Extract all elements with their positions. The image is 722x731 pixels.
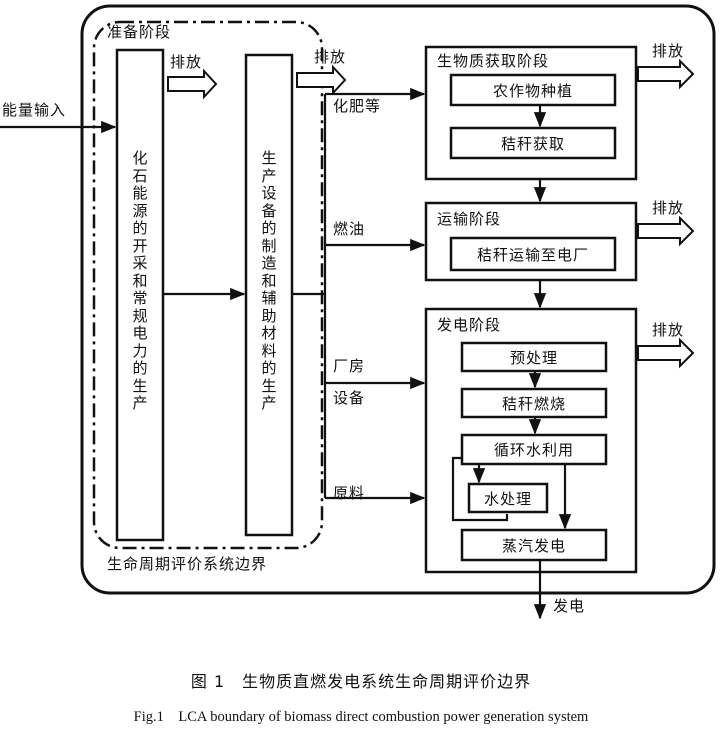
- emission-label-1: 排放: [170, 53, 203, 71]
- fuel-label: 燃油: [333, 220, 366, 238]
- steam-text: 蒸汽发电: [501, 536, 566, 555]
- equipment-text: 生产设备的制造和辅助材料的生产: [261, 149, 277, 412]
- straw-get-text: 秸秆获取: [500, 134, 565, 153]
- straw-transport-text: 秸秆运输至电厂: [476, 245, 589, 264]
- fossil-box: [115, 48, 165, 542]
- caption-zh: 图 1 生物质直燃发电系统生命周期评价边界: [190, 672, 532, 691]
- caption-en: Fig.1 LCA boundary of biomass direct com…: [133, 709, 589, 725]
- straw-get-box: [449, 126, 617, 160]
- raw-material-label: 原料: [333, 484, 366, 502]
- straw-transport-box: [449, 236, 617, 272]
- water-treat-box: [467, 482, 549, 514]
- crop-box: [449, 73, 617, 107]
- pretreat-text: 预处理: [509, 348, 558, 367]
- lca-boundary-label: 生命周期评价系统边界: [107, 555, 268, 573]
- equipment-input-label: 设备: [333, 389, 366, 407]
- prep-stage-label: 准备阶段: [107, 23, 172, 41]
- power-output-label: 发电: [553, 597, 586, 615]
- transport-stage-title: 运输阶段: [437, 210, 502, 228]
- steam-box: [460, 528, 608, 562]
- burn-text: 秸秆燃烧: [501, 394, 566, 413]
- emission-label-2: 排放: [314, 48, 347, 66]
- power-stage-title: 发电阶段: [437, 316, 502, 334]
- emission-label-3: 排放: [652, 42, 685, 60]
- water-treat-text: 水处理: [483, 489, 532, 508]
- emission-label-5: 排放: [652, 321, 685, 339]
- crop-text: 农作物种植: [492, 81, 573, 100]
- biomass-stage-title: 生物质获取阶段: [437, 52, 550, 70]
- prep-boundary: [92, 20, 324, 550]
- emission-label-4: 排放: [652, 199, 685, 217]
- fertilizer-label: 化肥等: [333, 97, 382, 115]
- emission-arrows: [167, 58, 695, 369]
- energy-input-label: 能量输入: [2, 101, 67, 119]
- fossil-text: 化石能源的开采和常规电力的生产: [132, 149, 148, 412]
- outer-frame: [80, 4, 716, 595]
- water-cycle-text: 循环水利用: [493, 441, 574, 459]
- plant-label: 厂房: [333, 357, 366, 375]
- water-cycle-box: [460, 433, 608, 466]
- burn-box: [460, 387, 608, 419]
